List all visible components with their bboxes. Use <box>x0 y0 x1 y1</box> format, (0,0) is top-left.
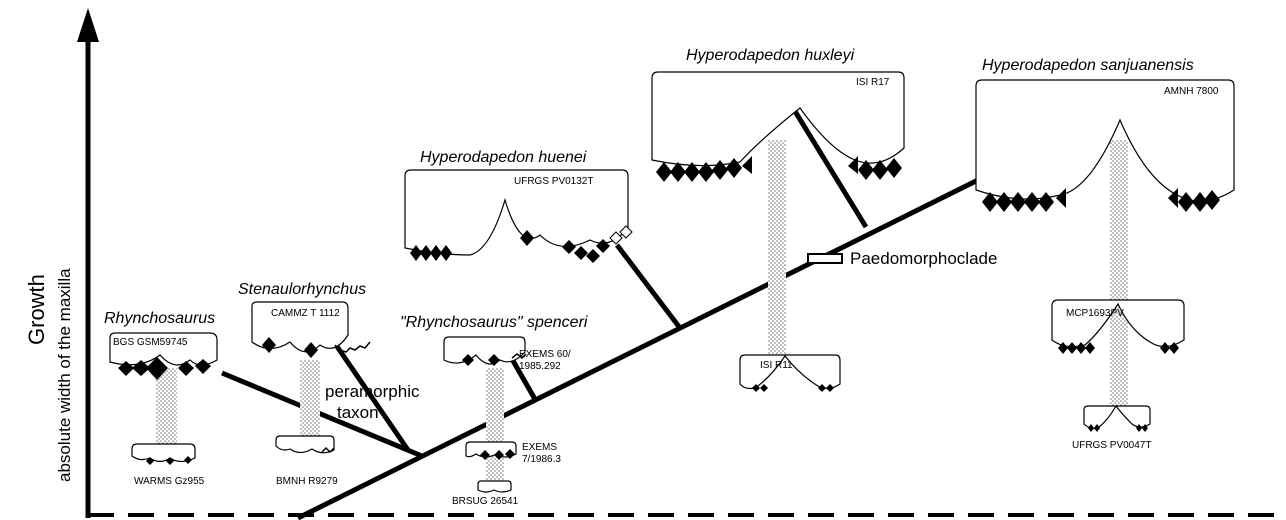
juvenile-specimen-spenceri-2: 7/1986.3 <box>522 454 561 465</box>
adult-specimen-huenei: UFRGS PV0132T <box>514 176 593 187</box>
taxon-rhynchosaurus: Rhynchosaurus BGS GSM59745 WARMS Gz955 <box>104 310 217 487</box>
taxon-huenei: Hyperodapedon huenei UFRGS PV0132T <box>405 149 632 263</box>
juvenile-specimen-stenaulorhynchus: BMNH R9279 <box>276 476 338 487</box>
taxon-sanjuanensis: Hyperodapedon sanjuanensis AMNH 7800 MCP… <box>976 57 1234 451</box>
growth-bar <box>156 368 177 456</box>
growth-bar <box>486 368 504 488</box>
adult-specimen-huxleyi: ISI R17 <box>856 77 890 88</box>
adult-specimen-rhynchosaurus: BGS GSM59745 <box>113 337 188 348</box>
adult-specimen-spenceri-1: EXEMS 60/ <box>519 349 571 360</box>
small-maxilla-outline <box>478 481 511 492</box>
taxon-huxleyi: Hyperodapedon huxleyi ISI R17 ISI R11 <box>652 47 904 392</box>
small-specimen-sanjuanensis: UFRGS PV0047T <box>1072 440 1151 451</box>
adult-maxilla-outline <box>976 80 1234 201</box>
taxon-label: taxon <box>337 403 379 422</box>
taxon-name-huxleyi: Hyperodapedon huxleyi <box>686 47 855 64</box>
paedomorphoclade-marker <box>808 254 842 263</box>
adult-specimen-stenaulorhynchus: CAMMZ T 1112 <box>271 308 340 319</box>
peramorphic-label: peramorphic <box>325 382 420 401</box>
juvenile-maxilla-outline <box>276 436 334 453</box>
taxon-name-rhynchosaurus: Rhynchosaurus <box>104 310 215 327</box>
taxon-name-stenaulorhynchus: Stenaulorhynchus <box>238 281 366 298</box>
juvenile-specimen-rhynchosaurus: WARMS Gz955 <box>134 476 205 487</box>
paedomorphoclade-label: Paedomorphoclade <box>850 249 997 268</box>
small-maxilla-outline <box>1084 406 1150 429</box>
adult-specimen-sanjuanensis: AMNH 7800 <box>1164 86 1219 97</box>
growth-bar <box>768 140 786 356</box>
main-clade-line <box>298 180 978 518</box>
branch-huenei <box>617 245 680 328</box>
taxon-spenceri: "Rhynchosaurus" spenceri EXEMS 60/ 1985.… <box>400 314 588 507</box>
y-axis-arrowhead <box>77 8 99 42</box>
taxon-name-huenei: Hyperodapedon huenei <box>420 149 587 166</box>
growth-bar <box>1110 140 1128 408</box>
y-axis-label: Growth <box>24 274 49 345</box>
adult-maxilla-outline <box>444 337 525 364</box>
y-axis-sublabel: absolute width of the maxilla <box>55 268 74 482</box>
small-specimen-spenceri: BRSUG 26541 <box>452 496 519 507</box>
taxon-name-spenceri: "Rhynchosaurus" spenceri <box>400 314 588 331</box>
juvenile-specimen-huxleyi: ISI R11 <box>760 360 793 371</box>
juvenile-specimen-spenceri-1: EXEMS <box>522 442 557 453</box>
juvenile-specimen-sanjuanensis: MCP1693PV <box>1066 308 1124 319</box>
growth-bar <box>300 360 320 440</box>
adult-specimen-spenceri-2: 1985.292 <box>519 361 561 372</box>
taxon-name-sanjuanensis: Hyperodapedon sanjuanensis <box>982 57 1194 74</box>
